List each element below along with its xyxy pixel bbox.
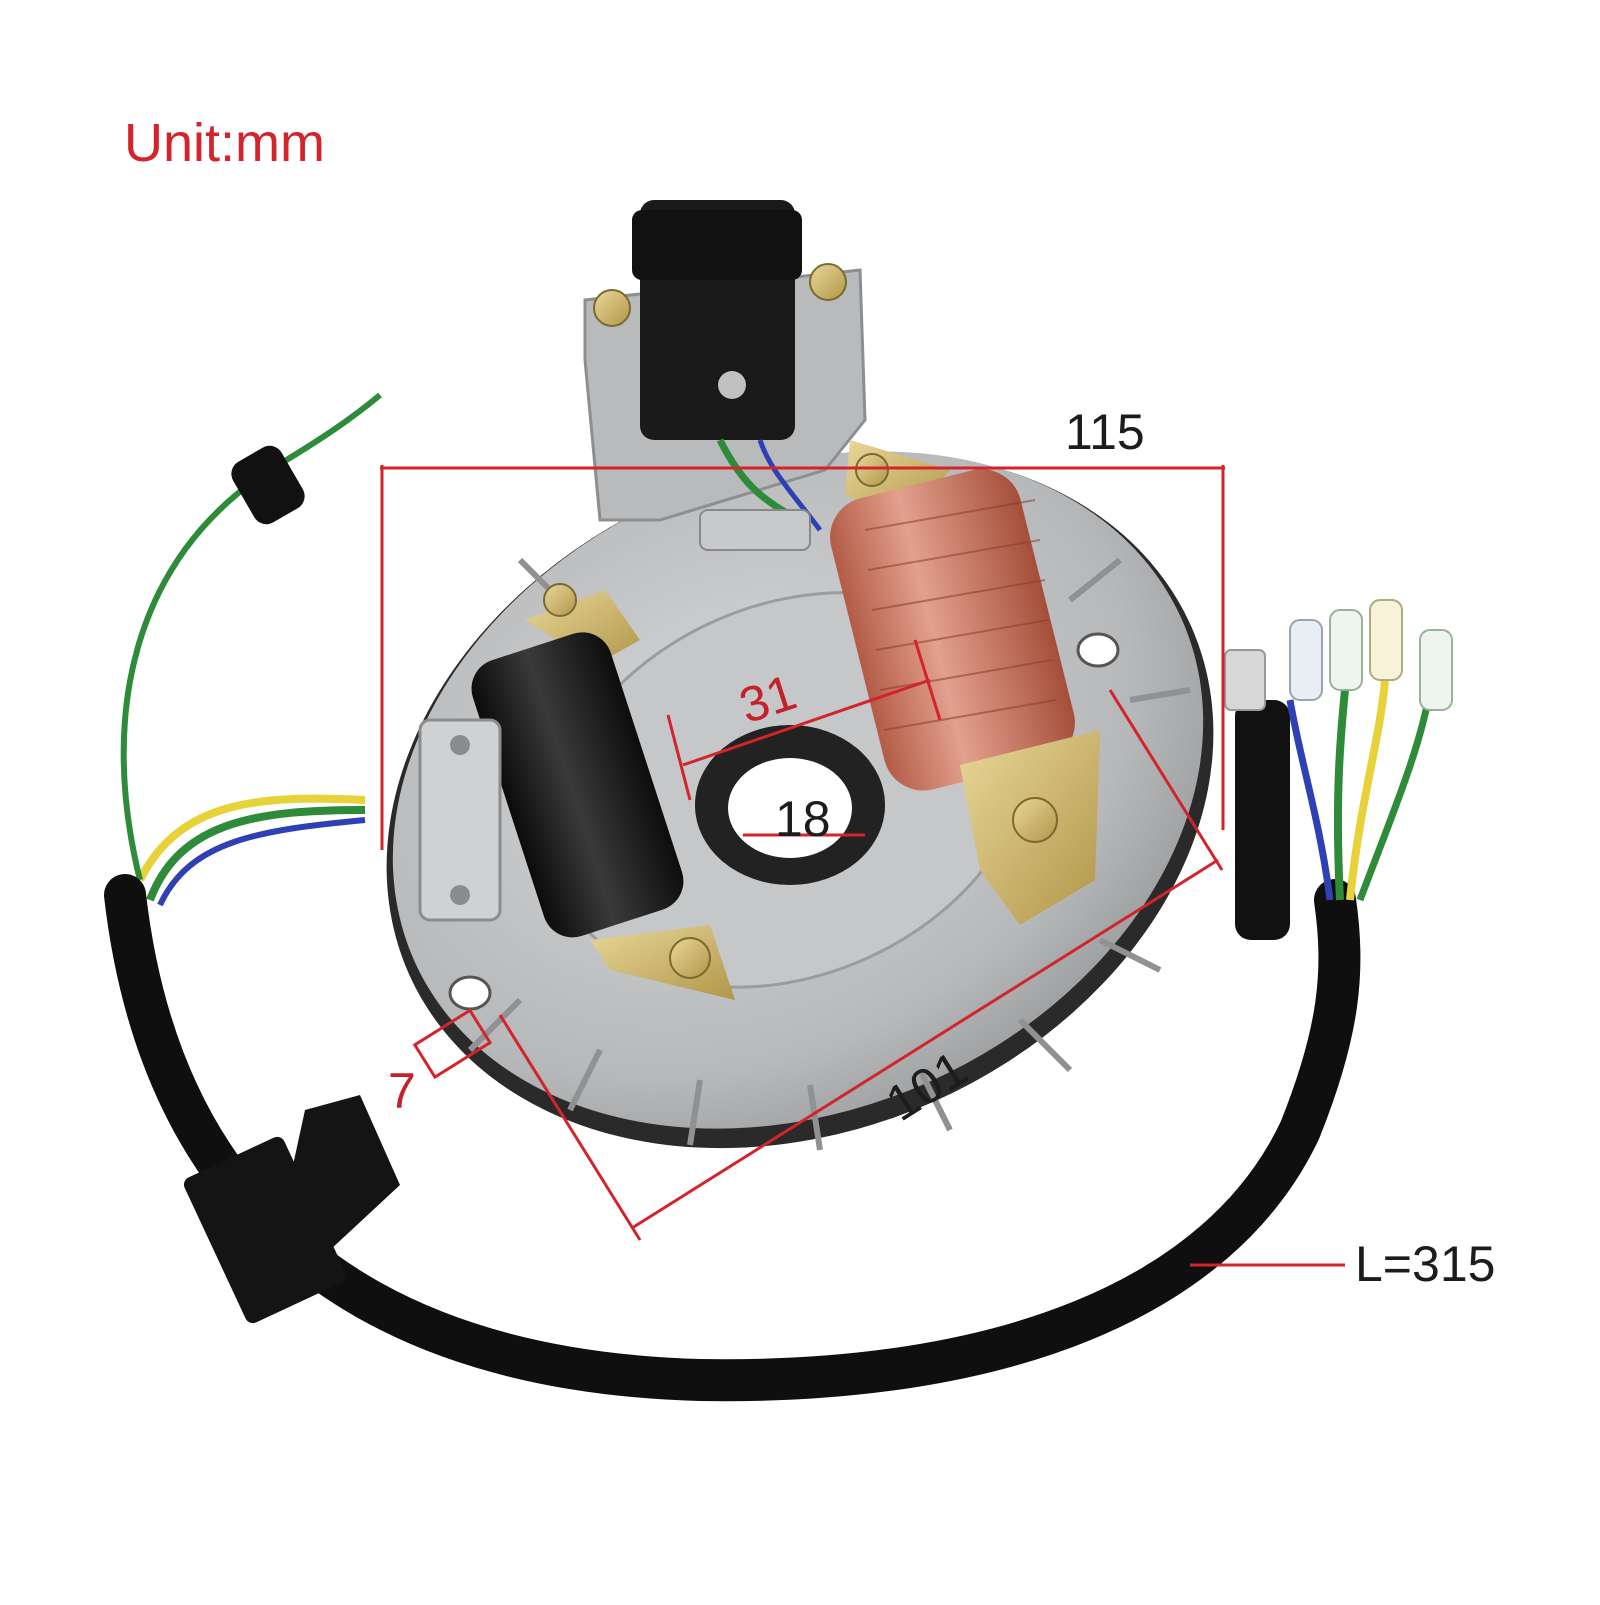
width-dimension-label: 115 — [1065, 404, 1145, 460]
main-cable — [104, 874, 1361, 1402]
mounting-hole-label: 7 — [388, 1063, 416, 1119]
screw-icon — [855, 453, 889, 487]
black-coil — [471, 583, 735, 1000]
pickup-assembly — [583, 200, 867, 551]
hole-dimension-box — [412, 1008, 493, 1080]
right-wires — [1224, 599, 1453, 940]
wire-clamp — [418, 718, 502, 922]
screw-icon — [669, 937, 711, 979]
screw-icon — [543, 583, 577, 617]
dimension-lines — [380, 465, 1345, 1267]
copper-coil — [830, 440, 1100, 925]
left-wires — [120, 392, 382, 907]
screw-icon — [593, 289, 631, 327]
diagonal-dimension-line — [631, 858, 1219, 1230]
unit-label: Unit:mm — [124, 113, 325, 173]
screw-icon — [1012, 797, 1058, 843]
cable-length-label: L=315 — [1355, 1236, 1496, 1292]
screw-icon — [809, 263, 847, 301]
coil-spacing-line — [682, 678, 931, 767]
center-bore-label: 18 — [775, 791, 831, 847]
